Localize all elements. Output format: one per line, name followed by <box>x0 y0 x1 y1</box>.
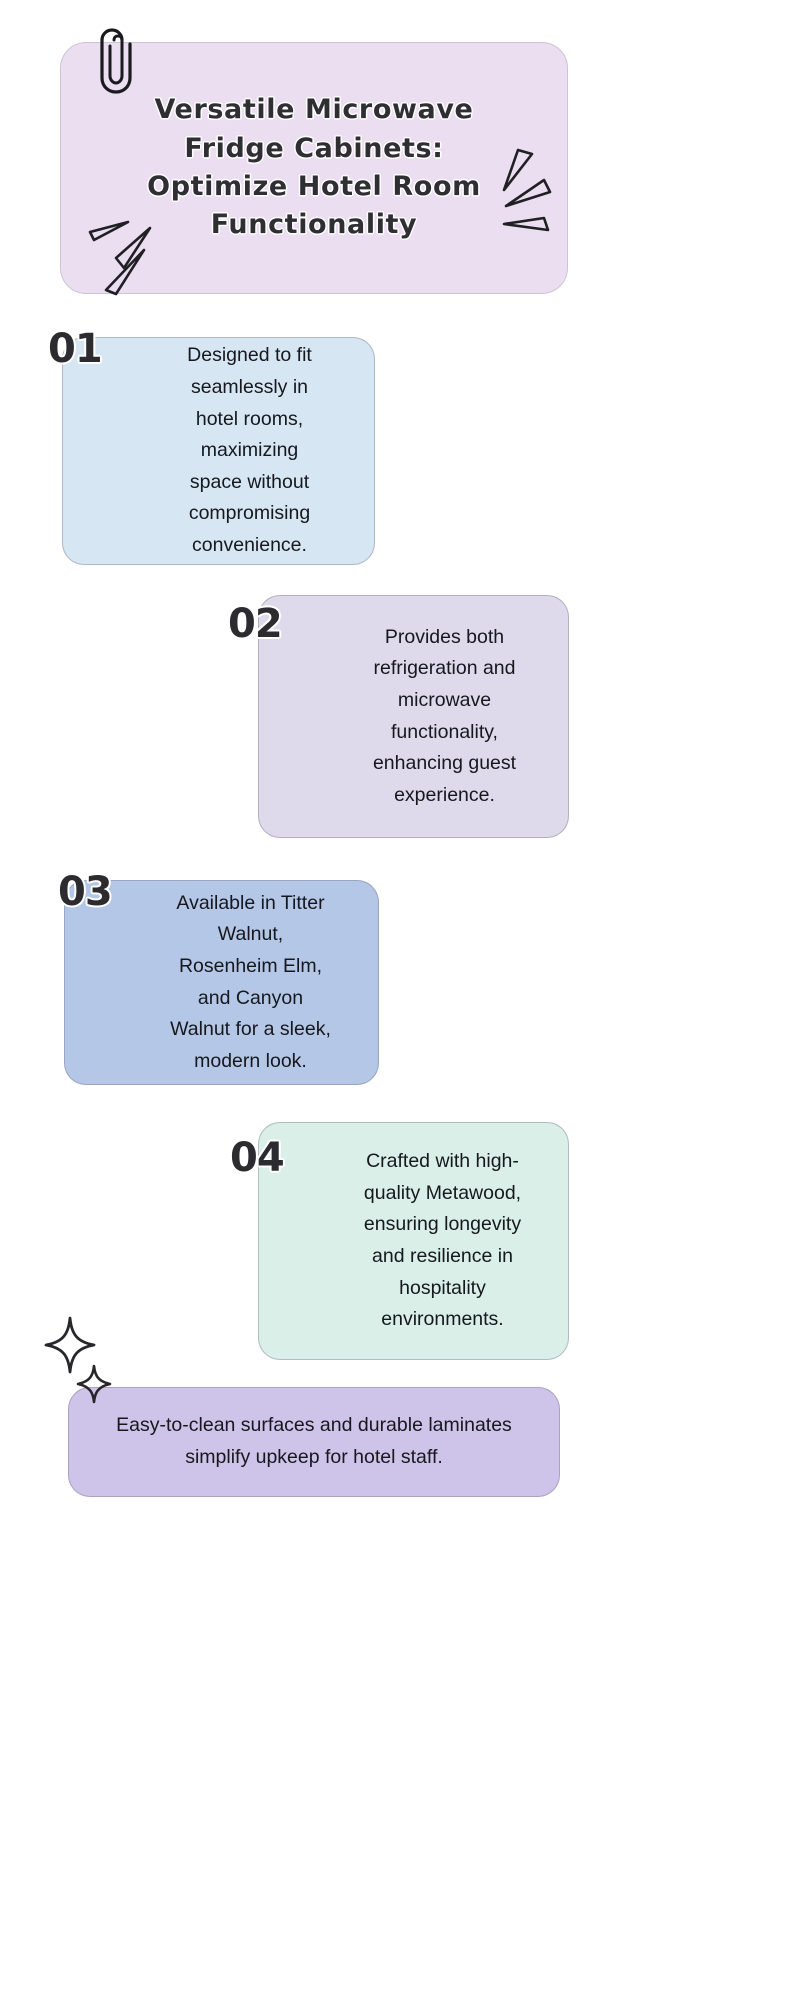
step-card-01: Designed to fit seamlessly in hotel room… <box>62 337 375 565</box>
step-card-04-text: Crafted with high-quality Metawood, ensu… <box>363 1150 522 1331</box>
step-number-01: 01 <box>48 326 103 372</box>
paperclip-icon <box>100 28 132 94</box>
footer-card: Easy-to-clean surfaces and durable lamin… <box>68 1387 560 1497</box>
step-card-04: Crafted with high-quality Metawood, ensu… <box>258 1122 569 1360</box>
step-card-03: Available in Titter Walnut, Rosenheim El… <box>64 880 379 1085</box>
footer-card-text: Easy-to-clean surfaces and durable lamin… <box>116 1414 512 1468</box>
header-card: Versatile Microwave Fridge Cabinets: Opt… <box>60 42 568 294</box>
sparkle-icon-small <box>76 1364 112 1404</box>
step-card-01-text: Designed to fit seamlessly in hotel room… <box>187 344 312 556</box>
step-card-02-text: Provides both refrigeration and microwav… <box>372 625 517 806</box>
burst-lines-right-icon <box>502 148 552 232</box>
sparkle-icon-large <box>44 1316 96 1374</box>
step-card-02: Provides both refrigeration and microwav… <box>258 595 569 838</box>
step-number-04: 04 <box>230 1135 285 1181</box>
page-title: Versatile Microwave Fridge Cabinets: Opt… <box>147 94 481 241</box>
step-number-02: 02 <box>228 601 283 647</box>
burst-lines-left-icon <box>88 220 152 296</box>
step-card-03-text: Available in Titter Walnut, Rosenheim El… <box>170 891 331 1072</box>
step-number-03: 03 <box>58 869 113 915</box>
